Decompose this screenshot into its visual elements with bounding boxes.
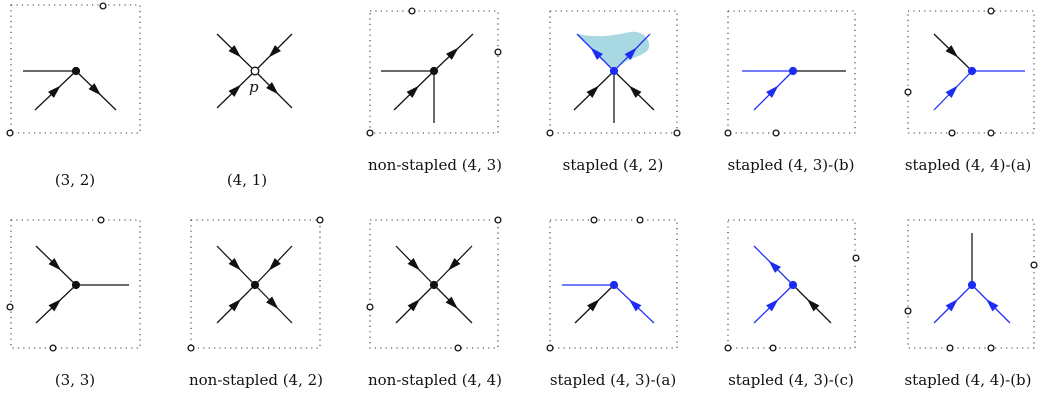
panel-3-3-vertex <box>71 280 81 290</box>
panel-s-4-3-c-port-right <box>852 254 860 262</box>
panel-ns-4-4-vertex <box>429 280 439 290</box>
panel-ns-4-3-port-right <box>494 48 502 56</box>
panel-s-4-3-a-edge-lower-right-arrowhead <box>628 299 642 312</box>
panel-3-3-port-top <box>97 216 105 224</box>
panel-s-4-4-a-edge-lower-left-arrowhead <box>945 85 958 98</box>
panel-s-4-2-port-left <box>546 129 554 137</box>
panel-s-4-4-a-port-bottom-left <box>948 129 956 137</box>
panel-s-4-3-c-port-left <box>724 344 732 352</box>
panel-3-3-port-bottom <box>49 344 57 352</box>
panel-4-1-p-label: p <box>249 78 259 96</box>
panel-s-4-4-b-frame <box>907 219 1035 349</box>
panel-s-4-4-b-port-left <box>904 307 912 315</box>
panel-s-4-3-b-vertex <box>788 66 798 76</box>
panel-4-1-edge-upper-right-arrowhead <box>268 45 281 58</box>
panel-s-4-2-shaded-face <box>577 31 650 70</box>
panel-3-2-port-left <box>6 129 14 137</box>
panel-s-4-2-edge-lower-right-arrowhead <box>628 85 642 98</box>
panel-ns-4-2-edge-upper-right-arrowhead <box>268 258 281 271</box>
panel-s-4-4-a-edge-upper-left-arrowhead <box>945 45 959 58</box>
panel-s-4-3-c-edge-upper-left-arrowhead <box>768 260 781 273</box>
panel-ns-4-4-edge-lower-left-arrowhead <box>407 299 420 312</box>
panel-ns-4-4-edge-upper-right-arrowhead <box>448 258 461 271</box>
panel-s-4-3-a-port-top-left <box>590 216 598 224</box>
panel-ns-4-4-port-bottom <box>454 344 462 352</box>
panel-s-4-4-b-port-bottom-left <box>946 344 954 352</box>
panel-s-4-3-a-port-top-right <box>636 216 644 224</box>
panel-s-4-3-b-port-bottom <box>772 129 780 137</box>
panel-s-4-2-edge-upper-left-arrowhead <box>590 47 603 60</box>
panel-ns-4-3-edge-lower-left-arrowhead <box>406 85 420 98</box>
caption-stapled-4-4-a: stapled (4, 4)-(a) <box>904 156 1032 174</box>
panel-ns-4-4-edge-lower-right-arrowhead <box>445 296 458 309</box>
caption-nonstapled-4-2: non-stapled (4, 2) <box>188 371 324 389</box>
panel-s-4-3-a-vertex <box>609 280 619 290</box>
panel-4-1-vertex <box>250 66 260 76</box>
panel-s-4-2-vertex <box>609 66 619 76</box>
panel-ns-4-2-edge-lower-right-arrowhead <box>266 296 279 310</box>
panel-3-3-port-left <box>6 303 14 311</box>
panel-ns-4-4-port-left <box>366 303 374 311</box>
panel-s-4-4-b-port-right <box>1030 261 1038 269</box>
caption-stapled-4-3-c: stapled (4, 3)-(c) <box>728 371 854 389</box>
panel-s-4-4-b-edge-lower-right-arrowhead <box>986 299 999 312</box>
caption-stapled-4-2: stapled (4, 2) <box>562 156 664 174</box>
panel-3-2-vertex <box>71 66 81 76</box>
panel-s-4-4-b-edge-lower-left-arrowhead <box>945 299 958 312</box>
caption-stapled-4-3-b: stapled (4, 3)-(b) <box>727 156 855 174</box>
panel-ns-4-2-edge-upper-left-arrowhead <box>228 258 241 271</box>
panel-s-4-2-edge-lower-left-arrowhead <box>586 85 600 98</box>
caption-nonstapled-4-3: non-stapled (4, 3) <box>367 156 503 174</box>
panel-ns-4-3-edge-upper-right-arrowhead <box>446 47 459 60</box>
panel-3-2-edge-lower-right-arrowhead <box>88 83 102 96</box>
panel-s-4-2-port-right <box>673 129 681 137</box>
panel-ns-4-3-vertex <box>429 66 439 76</box>
panel-ns-4-3-frame <box>369 10 499 134</box>
panel-4-1-edge-lower-left-arrowhead <box>228 84 242 97</box>
panel-ns-4-3-port-top <box>408 7 416 15</box>
panel-s-4-3-a-port-bottom <box>546 344 554 352</box>
panel-s-4-3-c-vertex <box>788 280 798 290</box>
panel-ns-4-4-port-top <box>494 216 502 224</box>
panel-s-4-3-c-edge-lower-right-arrowhead <box>807 299 820 312</box>
panel-4-1-edge-upper-left-arrowhead <box>228 45 242 58</box>
panel-s-4-4-a-port-bottom-right <box>987 129 995 137</box>
panel-s-4-4-b-port-bottom-right <box>987 344 995 352</box>
panel-s-4-3-b-port-left <box>724 129 732 137</box>
panel-ns-4-2-port-corner-top <box>316 216 324 224</box>
panel-3-3-edge-lower-left-arrowhead <box>48 299 62 312</box>
panel-s-4-4-a-port-left <box>904 88 912 96</box>
caption-3-3: (3, 3) <box>54 371 96 389</box>
panel-ns-4-2-vertex <box>250 280 260 290</box>
caption-stapled-4-4-b: stapled (4, 4)-(b) <box>904 371 1032 389</box>
panel-s-4-4-b-vertex <box>967 280 977 290</box>
panel-3-2-port-top <box>99 2 107 10</box>
panel-s-4-3-b-edge-lower-left-arrowhead <box>766 85 779 98</box>
caption-stapled-4-3-a: stapled (4, 3)-(a) <box>549 371 677 389</box>
panel-ns-4-2-port-corner-bottom <box>187 344 195 352</box>
panel-ns-4-3-port-left <box>366 129 374 137</box>
panel-s-4-3-a-edge-lower-left-arrowhead <box>587 299 600 312</box>
panel-3-3-edge-upper-left-arrowhead <box>48 258 62 271</box>
panel-s-4-4-a-vertex <box>967 66 977 76</box>
panel-3-2-edge-lower-left-arrowhead <box>48 85 61 98</box>
caption-nonstapled-4-4: non-stapled (4, 4) <box>367 371 503 389</box>
panel-s-4-3-c-port-bottom <box>769 344 777 352</box>
panel-s-4-4-a-port-top <box>987 7 995 15</box>
panel-ns-4-4-edge-upper-left-arrowhead <box>407 258 420 271</box>
panel-s-4-3-c-edge-lower-left-arrowhead <box>766 299 779 312</box>
panel-ns-4-2-edge-lower-left-arrowhead <box>228 299 241 312</box>
caption-3-2: (3, 2) <box>54 171 96 189</box>
panel-s-4-2-edge-upper-right-arrowhead <box>624 47 637 60</box>
panel-4-1-edge-lower-right-arrowhead <box>266 82 279 95</box>
caption-4-1: (4, 1) <box>226 171 268 189</box>
